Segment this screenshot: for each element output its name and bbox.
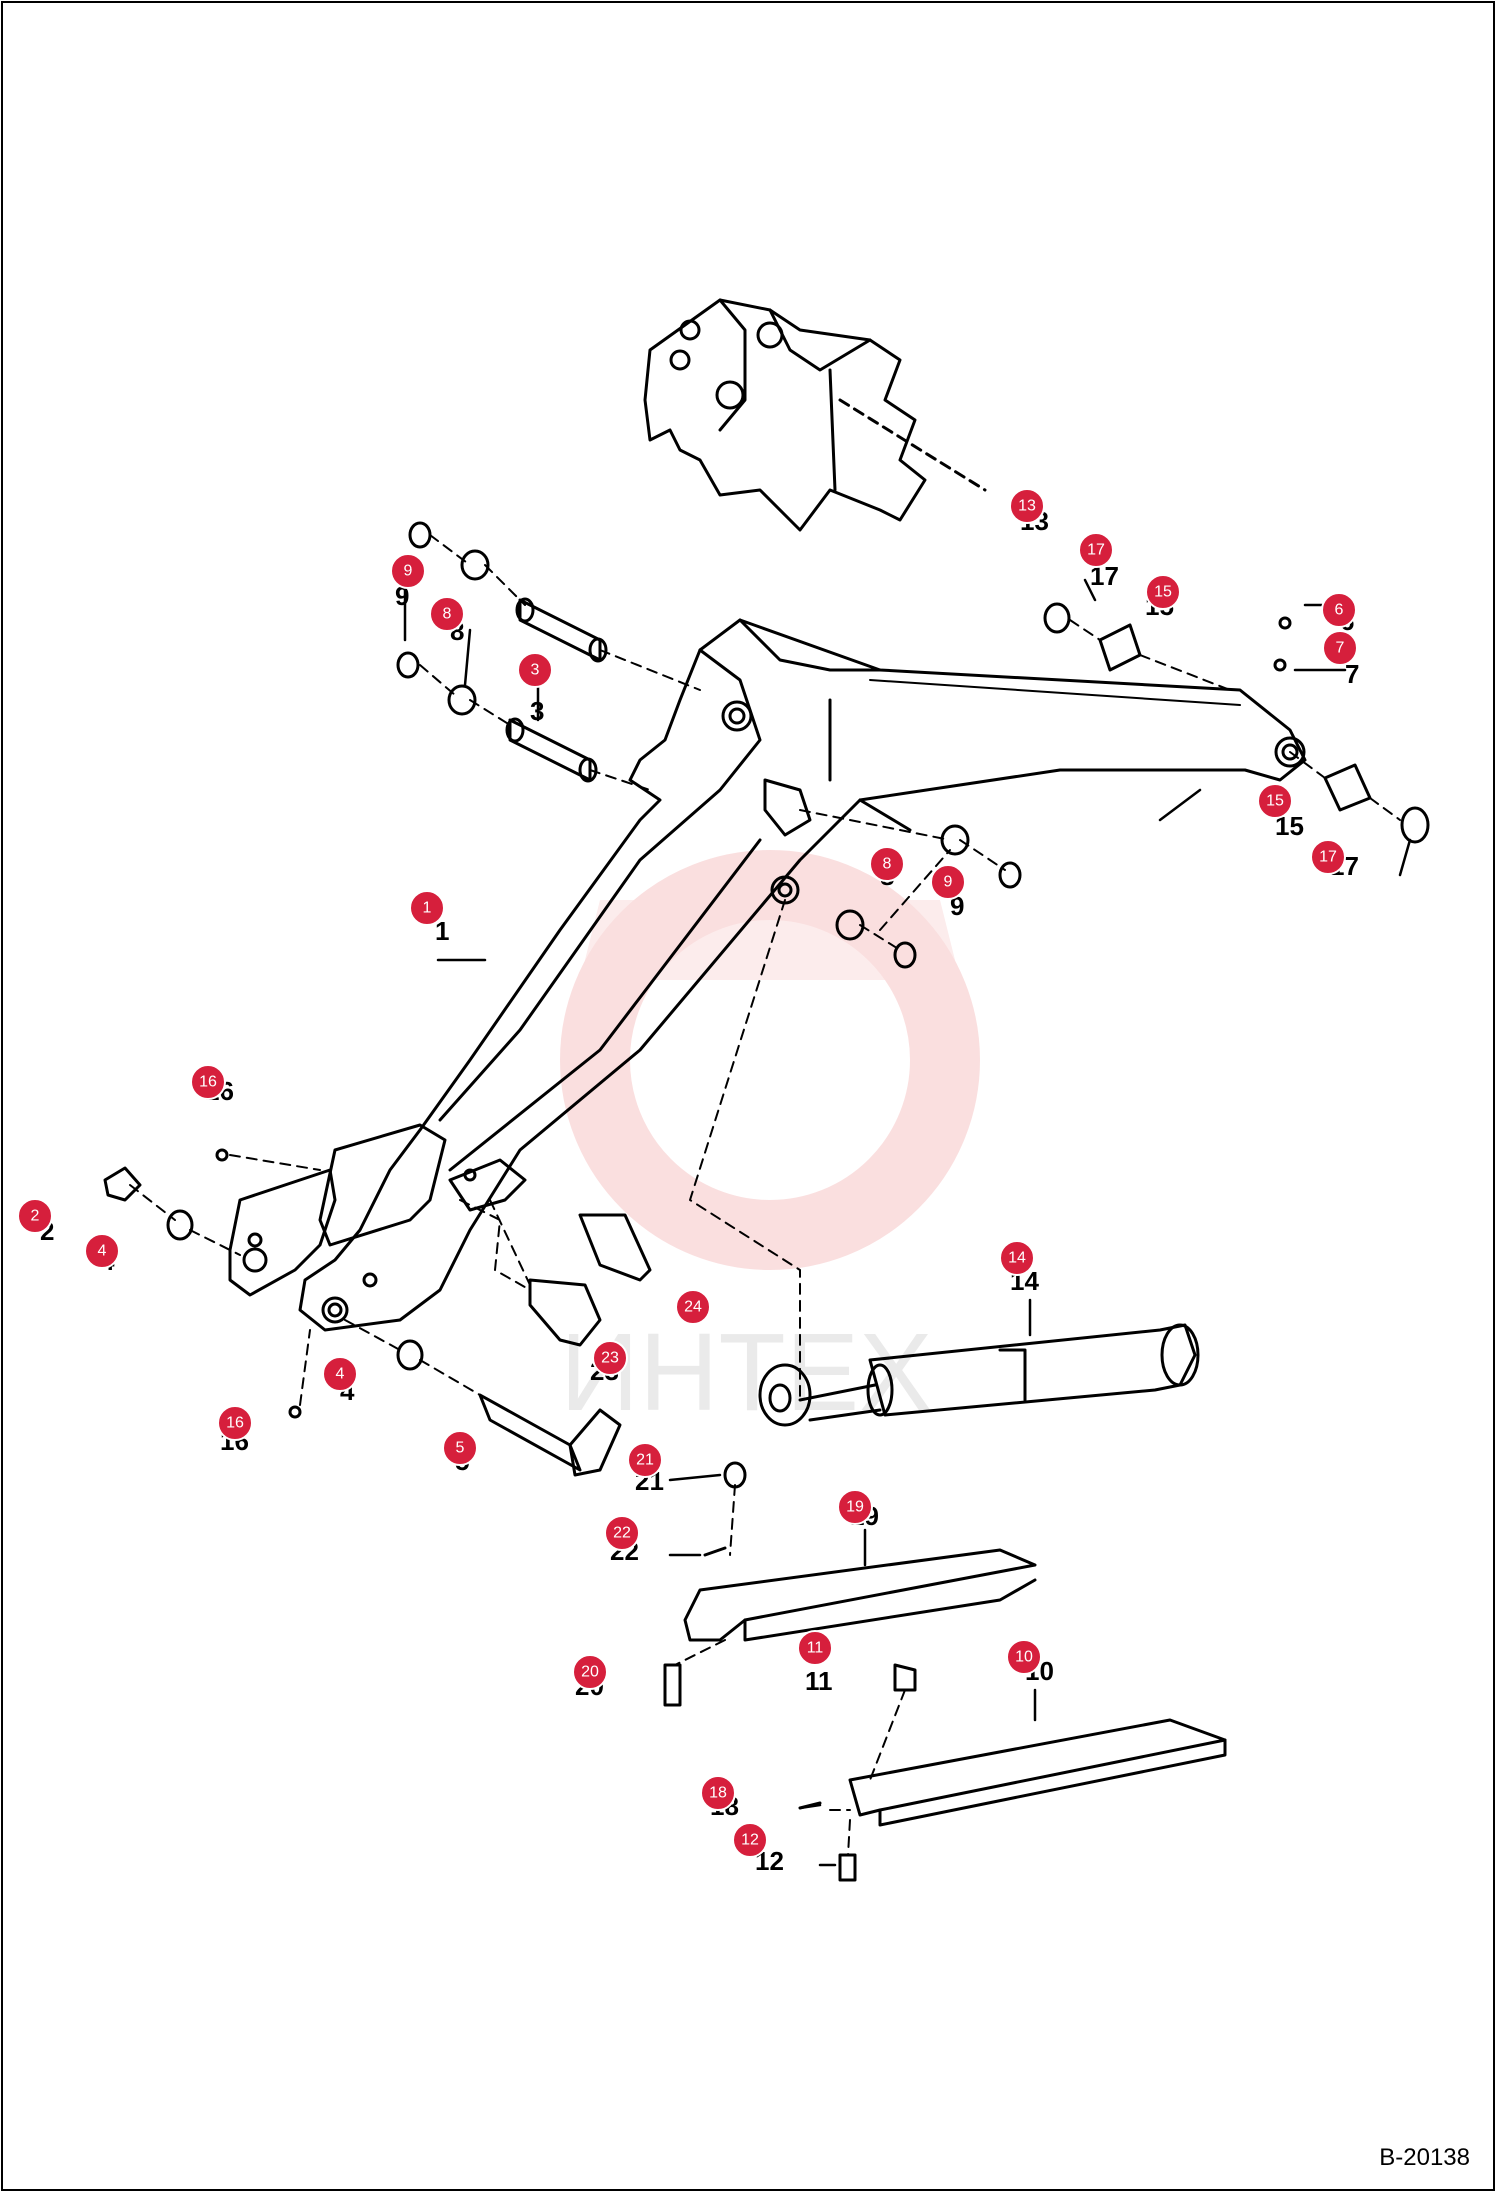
callout-10[interactable]: 10 <box>1006 1639 1042 1675</box>
svg-text:5: 5 <box>456 1440 465 1457</box>
bushings-right <box>1043 602 1430 844</box>
callout-8a[interactable]: 8 <box>429 596 465 632</box>
svg-text:16: 16 <box>226 1415 244 1432</box>
svg-text:4: 4 <box>336 1366 345 1383</box>
rings-right <box>835 824 1022 969</box>
svg-text:14: 14 <box>1008 1250 1026 1267</box>
wear-pad-lower <box>798 1663 1227 1882</box>
svg-text:16: 16 <box>199 1074 217 1091</box>
svg-text:9: 9 <box>404 563 413 580</box>
callout-15a[interactable]: 15 <box>1145 574 1181 610</box>
callout-11[interactable]: 11 <box>797 1630 833 1666</box>
callout-17a[interactable]: 17 <box>1078 532 1114 568</box>
callout-16a[interactable]: 16 <box>190 1064 226 1100</box>
svg-text:3: 3 <box>531 662 540 679</box>
callout-2[interactable]: 2 <box>17 1198 53 1234</box>
document-number: B-20138 <box>1379 2144 1470 2171</box>
svg-text:20: 20 <box>581 1664 599 1681</box>
callout-markers: 1 2 3 4 4 5 6 7 8 8 9 9 10 11 12 13 14 1… <box>17 488 1358 1858</box>
svg-text:17: 17 <box>1319 849 1337 866</box>
callout-3[interactable]: 3 <box>517 652 553 688</box>
plates <box>528 1213 652 1347</box>
svg-text:11: 11 <box>807 1640 824 1657</box>
svg-text:4: 4 <box>98 1243 107 1260</box>
svg-text:17: 17 <box>1087 542 1105 559</box>
label-1: 1 <box>435 916 449 946</box>
callout-1[interactable]: 1 <box>409 890 445 926</box>
pin-upper <box>505 597 608 783</box>
svg-text:19: 19 <box>846 1499 864 1516</box>
callout-23[interactable]: 23 <box>592 1340 628 1376</box>
callout-15b[interactable]: 15 <box>1257 783 1293 819</box>
callout-17b[interactable]: 17 <box>1310 839 1346 875</box>
callout-14[interactable]: 14 <box>999 1240 1035 1276</box>
callout-5[interactable]: 5 <box>442 1430 478 1466</box>
callout-9a[interactable]: 9 <box>390 553 426 589</box>
svg-text:23: 23 <box>601 1350 619 1367</box>
svg-text:9: 9 <box>944 874 953 891</box>
svg-text:8: 8 <box>883 856 892 873</box>
callout-21[interactable]: 21 <box>627 1442 663 1478</box>
callout-4a[interactable]: 4 <box>84 1233 120 1269</box>
svg-text:24: 24 <box>684 1299 702 1316</box>
dashed-guides <box>129 534 1401 1856</box>
svg-text:2: 2 <box>31 1208 40 1225</box>
svg-text:15: 15 <box>1266 793 1284 810</box>
callout-24[interactable]: 24 <box>675 1289 711 1325</box>
svg-text:1: 1 <box>423 900 432 917</box>
callout-8b[interactable]: 8 <box>869 846 905 882</box>
label-7: 7 <box>1345 659 1359 689</box>
svg-text:10: 10 <box>1015 1649 1033 1666</box>
svg-text:6: 6 <box>1335 602 1344 619</box>
callout-6[interactable]: 6 <box>1321 592 1357 628</box>
callout-19[interactable]: 19 <box>837 1489 873 1525</box>
mounting-bracket <box>643 298 987 532</box>
svg-text:7: 7 <box>1336 640 1345 657</box>
callout-20[interactable]: 20 <box>572 1654 608 1690</box>
callout-22[interactable]: 22 <box>604 1515 640 1551</box>
callout-12[interactable]: 12 <box>732 1822 768 1858</box>
callout-9b[interactable]: 9 <box>930 864 966 900</box>
svg-text:22: 22 <box>613 1525 631 1542</box>
svg-text:21: 21 <box>636 1452 654 1469</box>
callout-4b[interactable]: 4 <box>322 1356 358 1392</box>
svg-text:15: 15 <box>1154 584 1172 601</box>
label-11: 11 <box>805 1666 833 1696</box>
svg-text:13: 13 <box>1018 498 1036 515</box>
watermark: ИНТЕХ <box>560 850 980 1434</box>
callout-13[interactable]: 13 <box>1009 488 1045 524</box>
callout-7[interactable]: 7 <box>1322 630 1358 666</box>
svg-text:18: 18 <box>709 1785 727 1802</box>
label-3: 3 <box>530 696 544 726</box>
front-pin-assembly <box>103 1148 622 1477</box>
svg-text:12: 12 <box>741 1832 759 1849</box>
cylinder <box>758 1323 1200 1427</box>
callout-18[interactable]: 18 <box>700 1775 736 1811</box>
callout-16b[interactable]: 16 <box>217 1405 253 1441</box>
svg-text:8: 8 <box>443 606 452 623</box>
boom-arm <box>228 618 1307 1332</box>
